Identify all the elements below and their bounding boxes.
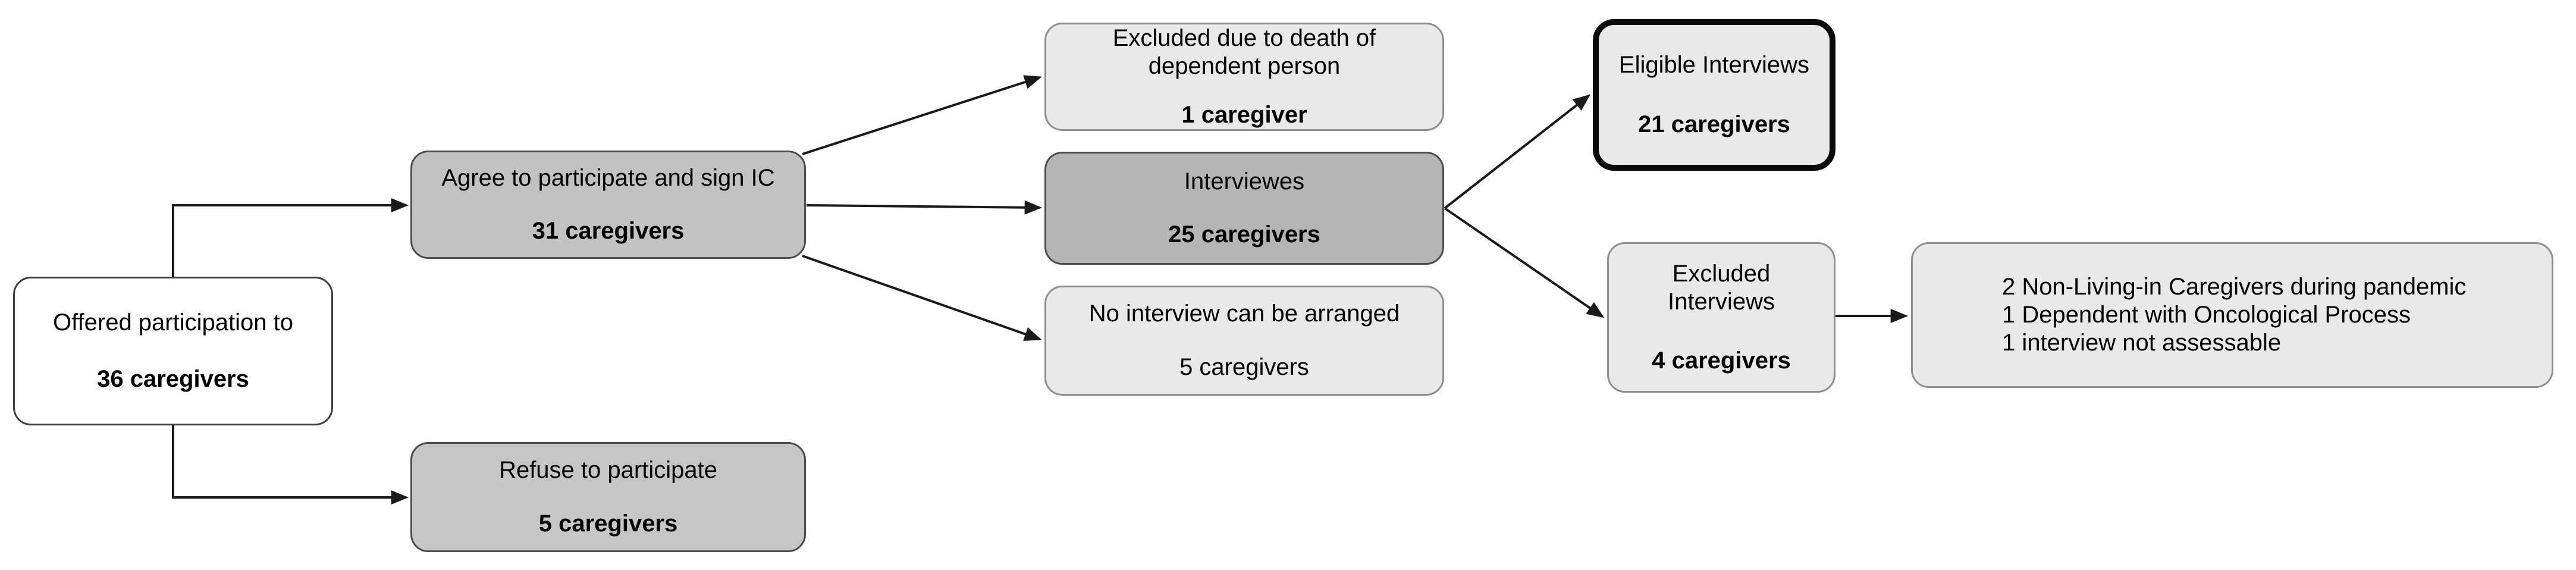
connector-interviewes-to-eligible: [1444, 94, 1591, 209]
node-offered-participation: Offered participation to 36 caregivers: [13, 277, 333, 425]
node-count: 25 caregivers: [1168, 221, 1320, 248]
node-title: Agree to participate and sign IC: [441, 164, 775, 191]
node-title: Eligible Interviews: [1618, 52, 1810, 79]
node-count: 4 caregivers: [1652, 347, 1791, 374]
connector-agree-to-interviewes: [806, 200, 1042, 215]
node-count: 21 caregivers: [1638, 111, 1790, 137]
node-excluded-death-of-dependent: Excluded due to death of dependent perso…: [1044, 23, 1444, 131]
node-no-interview-arranged: No interview can be arranged 5 caregiver…: [1044, 286, 1444, 396]
node-count: 31 caregivers: [532, 218, 685, 244]
node-exclusion-reasons: 2 Non-Living-in Caregivers during pandem…: [1911, 242, 2553, 388]
node-title: Excluded due to death of dependent perso…: [1112, 25, 1376, 80]
node-eligible-interviews: Eligible Interviews 21 caregivers: [1593, 19, 1835, 171]
exclusion-reason: 2 Non-Living-in Caregivers during pandem…: [2002, 273, 2467, 300]
node-excluded-interviews: Excluded Interviews 4 caregivers: [1607, 242, 1835, 393]
connector-offered-to-refuse: [172, 425, 409, 505]
connector-interviewes-to-excluded-interviews: [1444, 207, 1605, 318]
connector-agree-to-excluded-death: [802, 75, 1042, 155]
connector-agree-to-no-interview: [802, 255, 1042, 341]
node-title: No interview can be arranged: [1088, 300, 1400, 327]
node-count: 1 caregiver: [1181, 101, 1307, 128]
node-title: Offered participation to: [53, 309, 293, 336]
node-interviewes: Interviewes 25 caregivers: [1044, 152, 1444, 265]
exclusion-reason: 1 interview not assessable: [2002, 330, 2282, 356]
node-title: Excluded Interviews: [1667, 260, 1775, 315]
exclusion-reason: 1 Dependent with Oncological Process: [2002, 301, 2411, 328]
node-title: Refuse to participate: [499, 457, 717, 484]
connector-offered-to-agree: [172, 198, 409, 277]
node-title: Interviewes: [1184, 168, 1305, 195]
node-agree-to-participate: Agree to participate and sign IC 31 care…: [410, 151, 806, 259]
node-refuse-to-participate: Refuse to participate 5 caregivers: [410, 442, 806, 552]
node-count: 36 caregivers: [97, 366, 249, 392]
node-count: 5 caregivers: [1179, 353, 1309, 380]
node-count: 5 caregivers: [538, 510, 678, 537]
